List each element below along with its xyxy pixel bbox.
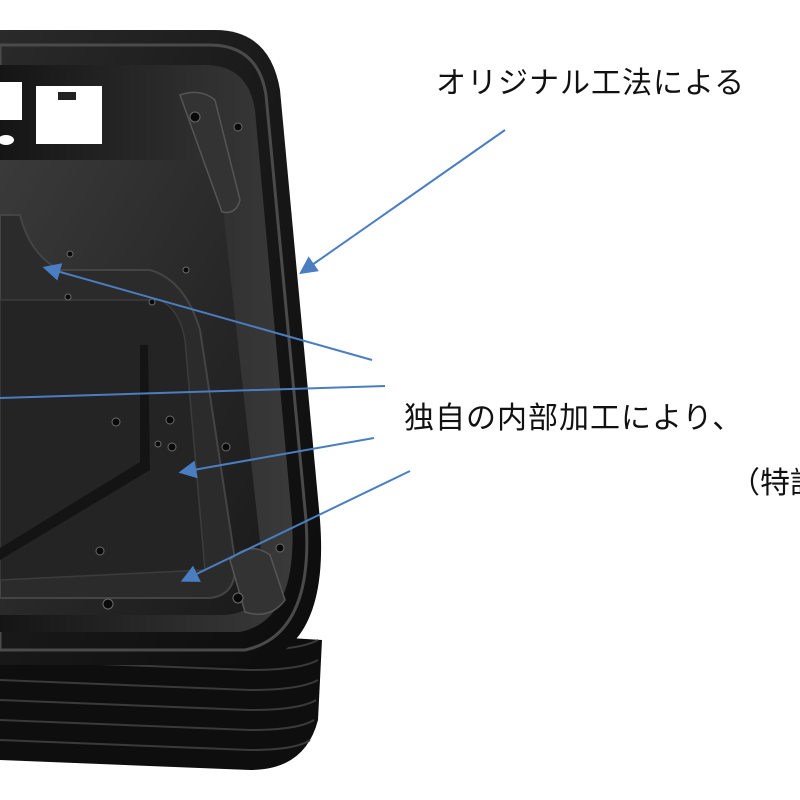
arrow-icon bbox=[0, 385, 386, 399]
annotation-label-bottom: （特許 bbox=[730, 466, 800, 501]
arrow-icon bbox=[299, 129, 506, 275]
case-rim bbox=[0, 43, 309, 652]
arrow-icon bbox=[42, 263, 373, 361]
port-hole bbox=[0, 135, 14, 145]
annotation-label-middle: 独自の内部加工により、 bbox=[404, 401, 744, 436]
arrow-icon bbox=[180, 470, 411, 582]
port-cutout-1 bbox=[0, 82, 22, 120]
arrow-icon bbox=[178, 437, 375, 479]
annotation-arrows bbox=[0, 129, 506, 582]
screw-holes bbox=[64, 111, 285, 610]
port-cutout-2-inner bbox=[58, 92, 76, 100]
annotation-label-top: オリジナル工法による bbox=[436, 66, 746, 101]
